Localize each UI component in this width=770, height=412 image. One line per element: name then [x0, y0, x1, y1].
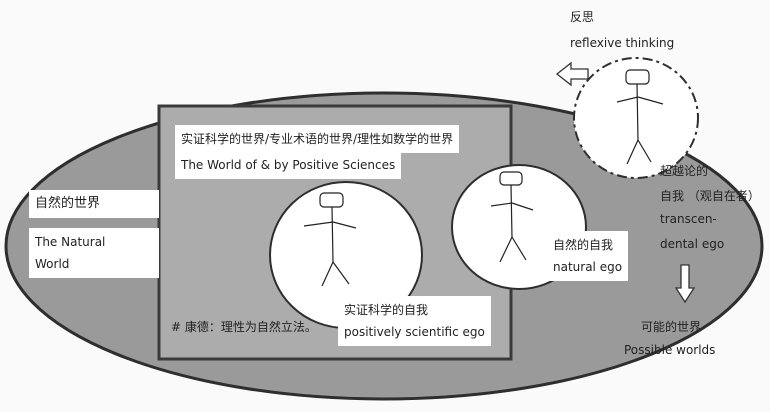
natural-ego-zh: 自然的自我: [553, 238, 614, 252]
natural-ego-en: natural ego: [553, 260, 623, 274]
positive-sciences-zh: 实证科学的世界/专业术语的世界/理性如数学的世界: [181, 132, 454, 146]
scientific-ego-zh: 实证科学的自我: [344, 303, 429, 317]
kant-note: # 康德：理性为自然立法。: [171, 320, 317, 334]
natural-world-zh: 自然的世界: [35, 196, 101, 211]
arrow-down-icon: [674, 264, 696, 304]
transcendental-en-line1: transcen-: [660, 212, 717, 226]
positive-sciences-label-en: The World of & by Positive Sciences: [175, 151, 402, 179]
positive-sciences-label-zh: 实证科学的世界/专业术语的世界/理性如数学的世界: [175, 125, 460, 153]
possible-worlds-en: Possible worlds: [624, 343, 716, 357]
natural-world-label-zh: 自然的世界: [29, 190, 159, 218]
scientific-ego-en: positively scientific ego: [344, 325, 485, 339]
natural-world-en-line2: World: [35, 257, 70, 271]
stick-figure-icon: [303, 192, 357, 287]
transcendental-ego-circle: [573, 57, 699, 179]
stick-figure-icon: [616, 69, 664, 165]
arrow-left-icon: [555, 61, 589, 87]
positive-sciences-en: The World of & by Positive Sciences: [181, 158, 396, 172]
natural-ego-label: 自然的自我 natural ego: [547, 231, 629, 281]
reflexive-en: reflexive thinking: [570, 36, 675, 50]
stick-figure-icon: [490, 171, 534, 263]
possible-worlds-zh: 可能的世界: [641, 320, 702, 334]
transcendental-zh-line2: 自我 （观自在者）: [660, 189, 760, 203]
natural-world-en-line1: The Natural: [35, 235, 106, 249]
reflexive-zh: 反思: [570, 10, 595, 24]
transcendental-zh-line1: 超越论的: [660, 164, 709, 178]
scientific-ego-label: 实证科学的自我 positively scientific ego: [338, 296, 491, 346]
transcendental-en-line2: dental ego: [660, 237, 725, 251]
natural-world-label-en: The Natural World: [29, 228, 159, 278]
